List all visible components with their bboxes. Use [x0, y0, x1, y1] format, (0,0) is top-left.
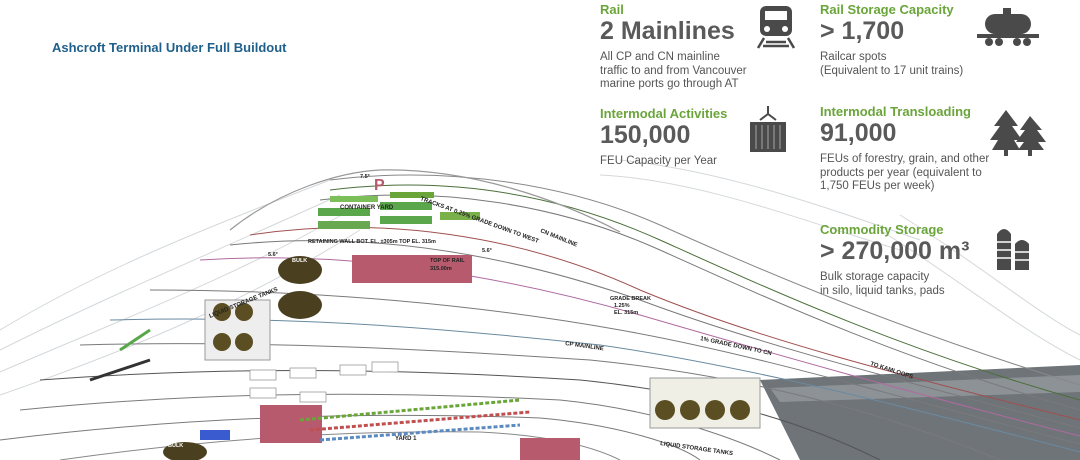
stat-commodity: Commodity Storage > 270,000 m³ Bulk stor… — [820, 222, 970, 297]
label-top-of-rail-el: 315.00m — [430, 266, 452, 272]
bulk-pile — [278, 291, 322, 319]
trees-icon — [990, 110, 1046, 156]
label-liquid-storage-right: LIQUID STORAGE TANKS — [660, 441, 734, 457]
svg-text:5.6°: 5.6° — [268, 252, 278, 258]
label-tracks-grade: TRACKS AT 0.25% GRADE DOWN TO WEST — [419, 196, 539, 245]
stat-rail-category: Rail — [600, 2, 624, 17]
stat-rail: Rail 2 Mainlines All CP and CN mainline … — [600, 2, 747, 90]
label-bulk: BULK — [292, 258, 307, 264]
parking-symbol: P — [374, 177, 385, 194]
railcar-strings — [89, 328, 531, 442]
label-cn-mainline: CN MAINLINE — [539, 228, 578, 248]
terrain-contours — [0, 159, 1080, 396]
svg-text:7.5°: 7.5° — [360, 174, 370, 180]
liquid-tanks-right — [649, 377, 761, 429]
label-retaining-wall: RETAINING WALL BOT. EL. ±305m TOP EL. 31… — [308, 239, 436, 245]
svg-text:EL. 315m: EL. 315m — [614, 310, 638, 316]
stat-transloading: Intermodal Transloading 91,000 FEUs of f… — [820, 104, 990, 192]
liquid-tanks-left — [204, 299, 271, 361]
stat-rail-storage: Rail Storage Capacity > 1,700 Railcar sp… — [820, 2, 964, 77]
train-icon — [756, 6, 796, 49]
bulk-pad — [260, 405, 322, 443]
label-cp-mainline: CP MAINLINE — [565, 341, 604, 352]
label-top-of-rail: TOP OF RAIL — [430, 258, 465, 264]
silo-icon — [997, 229, 1029, 270]
container-yard — [318, 192, 480, 229]
stat-intermodal: Intermodal Activities 150,000 FEU Capaci… — [600, 106, 728, 167]
label-yard-1: YARD 1 — [395, 436, 417, 442]
bulk-pile — [278, 256, 322, 284]
tanker-railcar-icon — [977, 8, 1039, 46]
label-grade-break: GRADE BREAK — [610, 296, 651, 302]
label-bulk-2: BULK — [168, 443, 183, 449]
page-title: Ashcroft Terminal Under Full Buildout — [52, 40, 287, 55]
shipping-container-icon — [750, 106, 786, 152]
rail-pad — [352, 255, 472, 283]
stat-rail-value: 2 Mainlines — [600, 17, 735, 45]
svg-text:1.25%: 1.25% — [614, 303, 630, 309]
svg-text:5.6°: 5.6° — [482, 248, 492, 254]
label-container-yard: CONTAINER YARD — [340, 205, 394, 211]
